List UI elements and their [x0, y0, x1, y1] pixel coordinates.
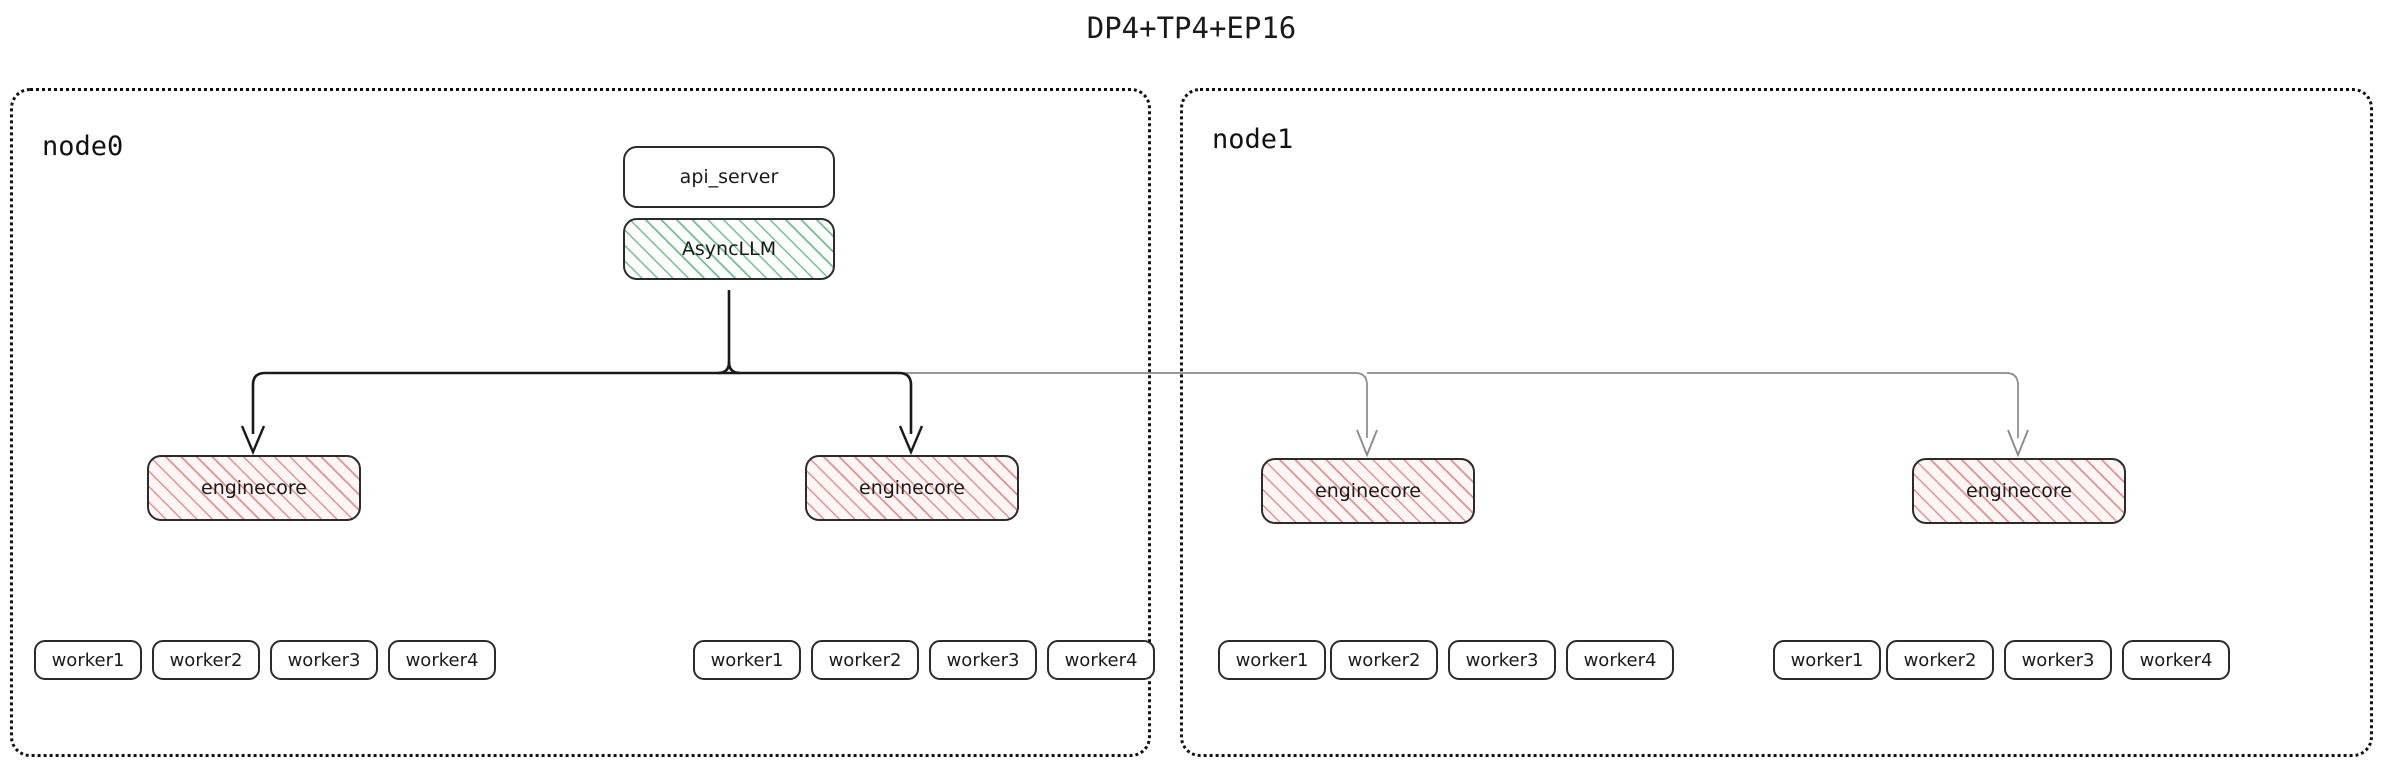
worker-label: worker2	[169, 649, 243, 671]
api-server-label: api_server	[679, 166, 779, 188]
worker-label: worker2	[828, 649, 902, 671]
worker-label: worker3	[2021, 649, 2095, 671]
worker-box[interactable]: worker4	[388, 640, 496, 680]
api-server-box[interactable]: api_server	[623, 146, 835, 208]
enginecore-label: enginecore	[1315, 480, 1421, 502]
worker-label: worker1	[1235, 649, 1309, 671]
worker-label: worker3	[287, 649, 361, 671]
node-label-node1: node1	[1212, 124, 1294, 155]
worker-label: worker2	[1903, 649, 1977, 671]
enginecore-box[interactable]: enginecore	[1912, 458, 2126, 524]
worker-label: worker1	[710, 649, 784, 671]
async-llm-label: AsyncLLM	[681, 238, 777, 260]
page-title: DP4+TP4+EP16	[1086, 11, 1297, 45]
async-llm-box[interactable]: AsyncLLM	[623, 218, 835, 280]
worker-box[interactable]: worker3	[1448, 640, 1556, 680]
worker-label: worker4	[1583, 649, 1657, 671]
worker-box[interactable]: worker2	[152, 640, 260, 680]
enginecore-box[interactable]: enginecore	[805, 455, 1019, 521]
worker-box[interactable]: worker3	[2004, 640, 2112, 680]
worker-box[interactable]: worker4	[1047, 640, 1155, 680]
worker-box[interactable]: worker1	[1773, 640, 1881, 680]
enginecore-label: enginecore	[201, 477, 307, 499]
worker-box[interactable]: worker2	[1330, 640, 1438, 680]
node-label-node0: node0	[42, 131, 124, 162]
worker-label: worker1	[1790, 649, 1864, 671]
worker-label: worker1	[51, 649, 125, 671]
worker-label: worker4	[1064, 649, 1138, 671]
worker-box[interactable]: worker1	[1218, 640, 1326, 680]
worker-box[interactable]: worker1	[34, 640, 142, 680]
worker-box[interactable]: worker2	[1886, 640, 1994, 680]
worker-label: worker3	[946, 649, 1020, 671]
worker-label: worker4	[405, 649, 479, 671]
worker-label: worker4	[2139, 649, 2213, 671]
worker-box[interactable]: worker3	[270, 640, 378, 680]
worker-box[interactable]: worker1	[693, 640, 801, 680]
worker-box[interactable]: worker2	[811, 640, 919, 680]
enginecore-box[interactable]: enginecore	[1261, 458, 1475, 524]
worker-box[interactable]: worker4	[2122, 640, 2230, 680]
worker-label: worker3	[1465, 649, 1539, 671]
worker-box[interactable]: worker4	[1566, 640, 1674, 680]
enginecore-box[interactable]: enginecore	[147, 455, 361, 521]
enginecore-label: enginecore	[1966, 480, 2072, 502]
worker-box[interactable]: worker3	[929, 640, 1037, 680]
worker-label: worker2	[1347, 649, 1421, 671]
enginecore-label: enginecore	[859, 477, 965, 499]
